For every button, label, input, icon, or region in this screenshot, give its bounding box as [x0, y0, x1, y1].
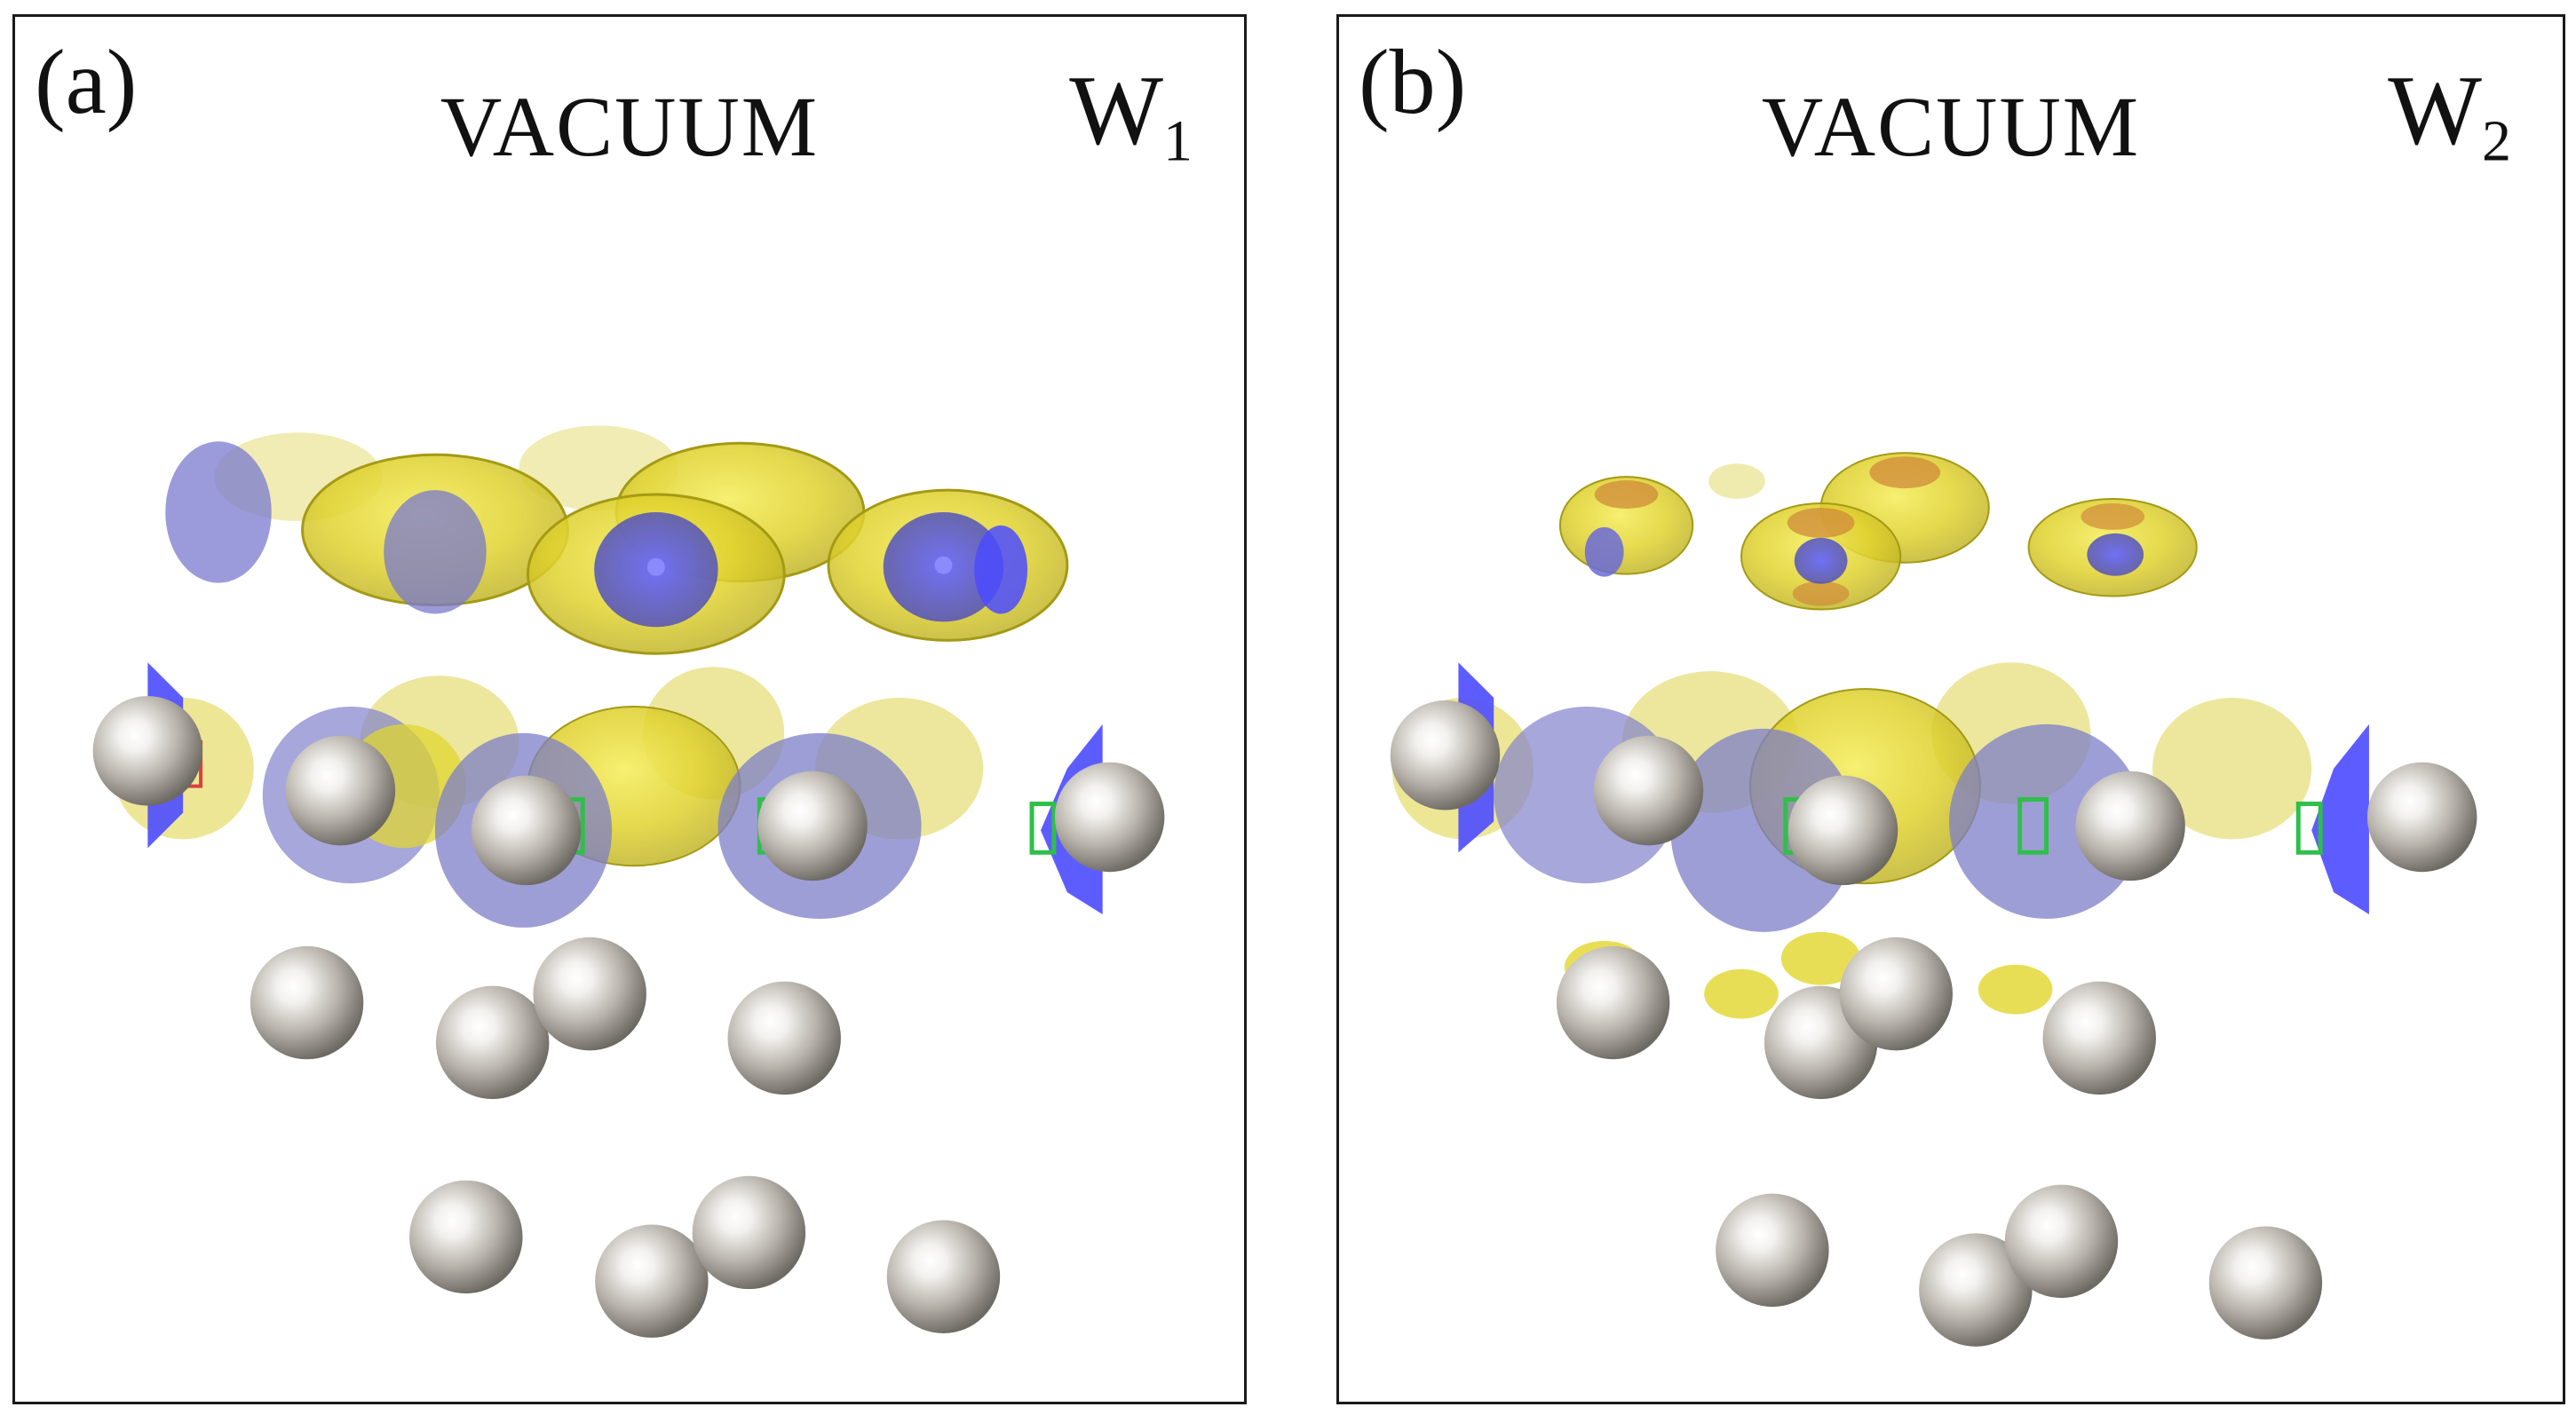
atom-icon	[2075, 771, 2185, 881]
atom-icon	[1919, 1233, 2033, 1347]
panel-b: (b) VACUUM W2	[1336, 14, 2565, 1404]
panel-a-tag: (a)	[35, 31, 138, 133]
panel-a-surface-index: 1	[1163, 108, 1193, 174]
atom-icon	[1716, 1193, 1829, 1308]
panel-b-surface-label: W2	[2388, 61, 2511, 170]
panel-a-surface-isosurfaces	[112, 662, 1103, 928]
panel-a-adsorbate-isosurfaces	[165, 425, 1069, 655]
atom-icon	[435, 985, 550, 1100]
atom-icon	[285, 735, 396, 846]
atom-icon	[595, 1224, 709, 1338]
panel-b-surface-symbol: W	[2388, 56, 2482, 166]
panel-b-surface-index: 2	[2482, 108, 2511, 174]
atom-icon	[2208, 1226, 2323, 1340]
atom-icon	[2366, 762, 2477, 873]
atom-icon	[1839, 937, 1953, 1051]
atom-icon	[886, 1220, 1001, 1333]
atom-icon	[1054, 762, 1165, 873]
atom-icon	[1556, 945, 1670, 1060]
panel-b-structure-illustration	[1390, 452, 2477, 1347]
panel-a-surface-symbol: W	[1069, 56, 1163, 166]
atom-icon	[692, 1175, 806, 1290]
atom-icon	[471, 775, 582, 886]
atom-icon	[92, 696, 203, 806]
atom-icon	[1593, 735, 1704, 846]
panel-a: (a) VACUUM W1	[12, 14, 1247, 1404]
atom-icon	[533, 937, 646, 1051]
atom-icon	[727, 981, 841, 1095]
panel-b-atoms	[1390, 700, 2477, 1347]
panel-a-vacuum-label: VACUUM	[440, 79, 820, 174]
atom-icon	[2042, 981, 2156, 1095]
atom-icon	[1787, 775, 1898, 886]
panel-b-vacuum-label: VACUUM	[1761, 79, 2141, 174]
atom-icon	[2004, 1184, 2119, 1299]
panel-a-atoms	[92, 696, 1165, 1338]
atom-icon	[757, 771, 868, 881]
atom-icon	[1390, 700, 1501, 810]
panel-b-tag: (b)	[1359, 31, 1467, 133]
atom-icon	[250, 945, 364, 1060]
panel-a-structure-illustration	[92, 425, 1165, 1338]
panel-a-surface-label: W1	[1069, 61, 1193, 170]
panel-b-adsorbate-isosurfaces	[1558, 452, 2198, 611]
atom-icon	[409, 1180, 523, 1294]
